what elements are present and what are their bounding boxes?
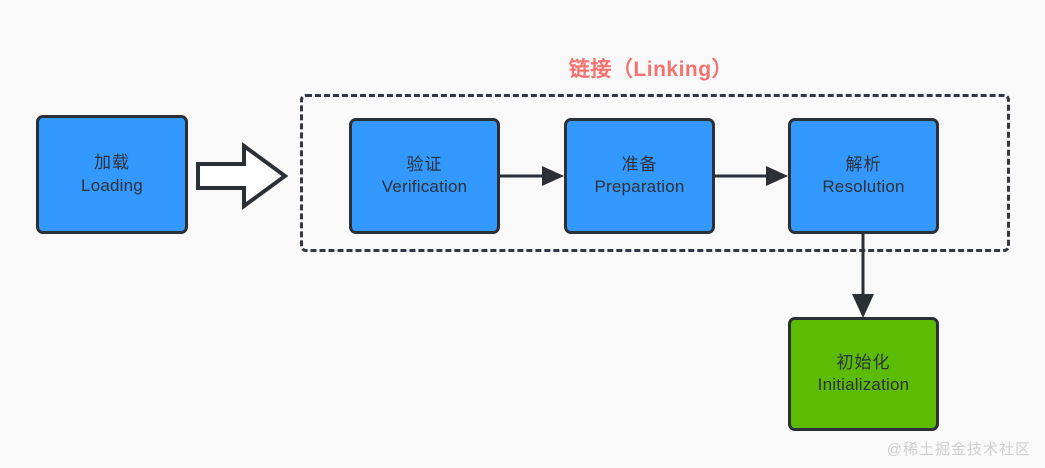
node-initialization-label-cn: 初始化 — [836, 352, 891, 372]
node-resolution-label-en: Resolution — [822, 177, 905, 196]
node-verification[interactable]: 验证 Verification — [349, 118, 500, 234]
node-verification-label-cn: 验证 — [406, 154, 443, 174]
node-verification-label-en: Verification — [381, 177, 468, 196]
node-loading[interactable]: 加载 Loading — [36, 115, 188, 234]
node-resolution[interactable]: 解析 Resolution — [788, 118, 939, 234]
node-loading-label-cn: 加载 — [94, 153, 130, 173]
linking-group-title: 链接（Linking） — [568, 58, 734, 81]
node-initialization-label-en: Initialization — [817, 375, 910, 394]
node-resolution-label-cn: 解析 — [845, 154, 882, 174]
node-initialization[interactable]: 初始化 Initialization — [788, 317, 939, 431]
node-preparation-label-cn: 准备 — [621, 154, 658, 174]
node-preparation[interactable]: 准备 Preparation — [564, 118, 715, 234]
node-loading-label-en: Loading — [81, 175, 143, 195]
node-preparation-label-en: Preparation — [594, 177, 685, 196]
watermark: @稀土掘金技术社区 — [886, 441, 1031, 458]
arrow-loading-to-linking-icon — [196, 142, 288, 210]
linking-group-boundary — [300, 94, 1010, 252]
